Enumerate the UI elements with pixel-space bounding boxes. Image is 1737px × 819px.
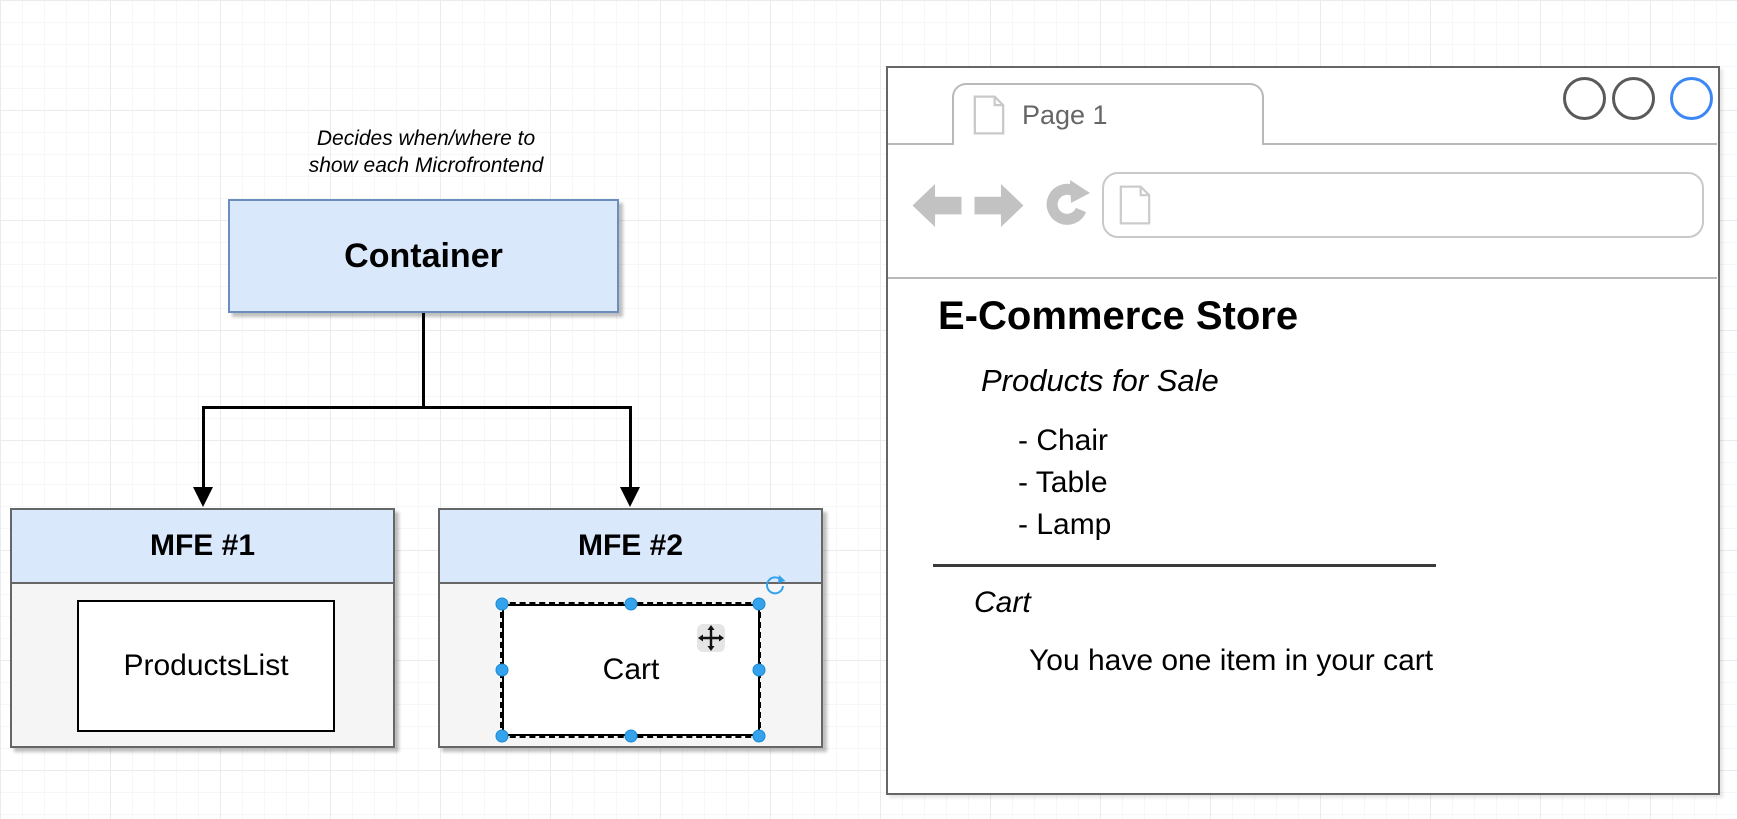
resize-handle-nw[interactable] [495, 597, 509, 611]
productslist-node[interactable]: ProductsList [77, 600, 335, 732]
edge-branch-right[interactable] [629, 406, 632, 488]
resize-handle-w[interactable] [495, 663, 509, 677]
mfe1-header: MFE #1 [12, 510, 393, 584]
resize-handle-n[interactable] [624, 597, 637, 611]
store-title[interactable]: E-Commerce Store [938, 294, 1299, 338]
forward-button[interactable] [974, 182, 1024, 229]
container-node-label: Container [344, 236, 503, 275]
arrowhead-right-icon [620, 487, 640, 507]
cart-node-label: Cart [602, 653, 660, 686]
mfe1-title: MFE #1 [149, 529, 256, 562]
tab-row-line-left [888, 143, 952, 145]
cart-heading[interactable]: Cart [974, 586, 1031, 619]
productslist-label: ProductsList [123, 649, 289, 682]
url-bar[interactable] [1102, 172, 1704, 238]
chrome-bottom-line [888, 277, 1717, 279]
content-divider[interactable] [933, 564, 1436, 567]
arrowhead-left-icon [193, 487, 213, 507]
browser-tab[interactable]: Page 1 [952, 83, 1264, 145]
mfe2-header: MFE #2 [440, 510, 821, 584]
tab-row-line-right [1264, 143, 1717, 145]
resize-handle-sw[interactable] [495, 729, 509, 743]
container-node[interactable]: Container [228, 199, 619, 313]
resize-handle-e[interactable] [752, 663, 766, 677]
forward-arrow-icon [974, 183, 1024, 228]
window-circle-3[interactable] [1670, 77, 1713, 120]
resize-handle-se[interactable] [752, 729, 766, 743]
product-item-chair[interactable]: - Chair [1018, 424, 1109, 457]
refresh-icon [1046, 180, 1090, 225]
resize-handle-ne[interactable] [752, 597, 766, 611]
rotate-handle-icon[interactable] [764, 575, 786, 597]
window-circle-1[interactable] [1563, 77, 1606, 120]
edge-branch-left[interactable] [202, 406, 205, 488]
edge-branch-bar[interactable] [202, 406, 632, 409]
cart-selection-outline [495, 597, 766, 743]
browser-window[interactable]: Page 1 [886, 66, 1720, 795]
resize-handle-s[interactable] [624, 729, 637, 743]
back-button[interactable] [912, 182, 962, 229]
tab-label: Page 1 [1022, 99, 1108, 130]
cart-message[interactable]: You have one item in your cart [1029, 644, 1434, 677]
back-arrow-icon [912, 183, 962, 228]
tab-page-icon [973, 95, 1005, 135]
move-cursor-icon [697, 624, 725, 652]
annotation-text[interactable]: Decides when/where to show each Microfro… [308, 127, 544, 178]
edge-trunk[interactable] [422, 313, 425, 408]
refresh-button[interactable] [1040, 180, 1092, 232]
mfe2-title: MFE #2 [577, 529, 684, 562]
product-item-lamp[interactable]: - Lamp [1018, 508, 1112, 541]
products-heading[interactable]: Products for Sale [981, 363, 1219, 398]
window-circle-2[interactable] [1612, 77, 1655, 120]
product-item-table[interactable]: - Table [1018, 466, 1108, 499]
url-page-icon [1119, 185, 1151, 225]
